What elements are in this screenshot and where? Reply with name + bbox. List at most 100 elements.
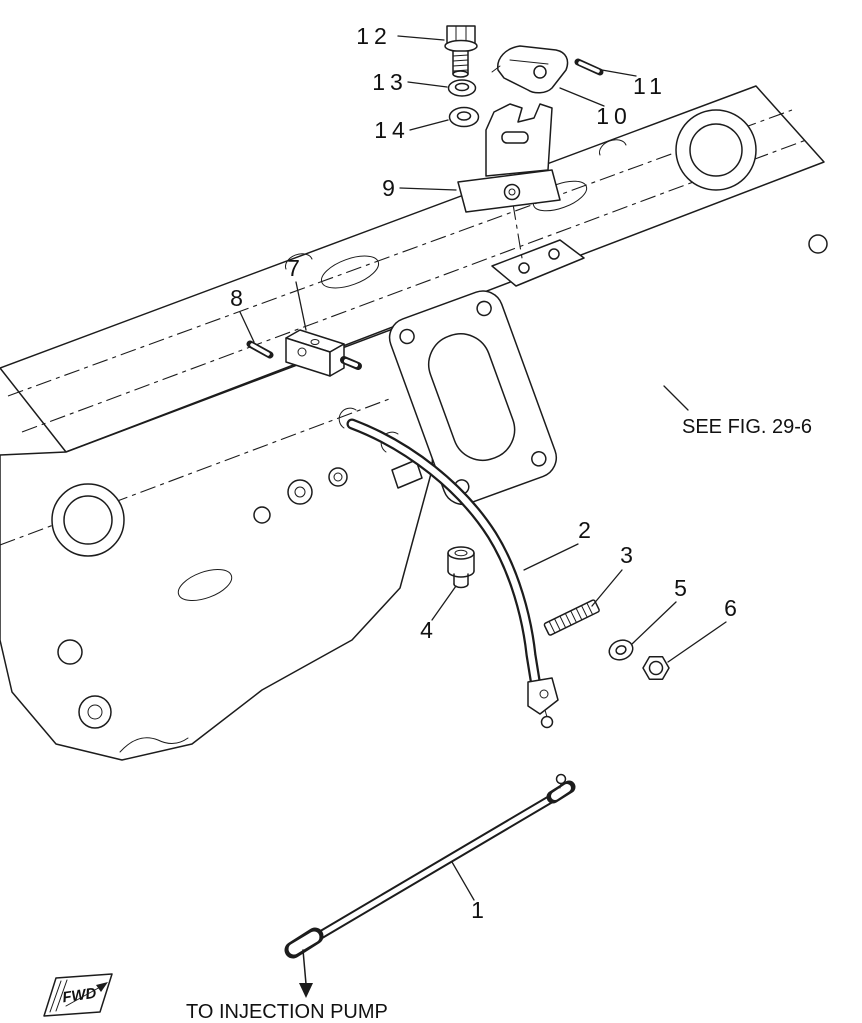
lower-boss-outer <box>51 483 125 557</box>
bushing-bottom <box>453 583 469 589</box>
leader-13 <box>407 81 448 88</box>
leader-5 <box>631 601 677 645</box>
bottom-lump-1 <box>78 695 112 729</box>
manifold-small-boss <box>808 234 828 254</box>
part-12-bolt <box>444 25 478 78</box>
part-callout-9: 9 <box>382 175 396 201</box>
stud-thread-2 <box>554 618 561 631</box>
arrow-head <box>299 983 313 998</box>
lever-ball-stud <box>540 715 554 729</box>
see-fig-note: SEE FIG. 29-6 <box>682 416 812 438</box>
washer-14-outer <box>448 106 480 128</box>
lower-boss-inner <box>63 495 113 545</box>
block-top-hole <box>310 339 320 345</box>
small-boss-3 <box>253 506 271 524</box>
nut-hex <box>642 655 670 681</box>
bracket-foot-hole <box>503 183 521 201</box>
part-callout-10: 10 <box>596 103 632 129</box>
leader-lines <box>239 35 727 901</box>
part-callout-13: 13 <box>372 69 408 95</box>
rod-end-cap-core <box>288 931 320 955</box>
leader-7 <box>295 281 307 331</box>
small-boss-1-hole <box>294 486 306 498</box>
fwd-badge: FWD <box>43 973 113 1017</box>
mount-pad-hole-2 <box>548 248 560 260</box>
stud-thread-8 <box>586 602 594 616</box>
clamp-tab <box>491 65 501 73</box>
block-front-hole <box>297 347 307 357</box>
direction-arrow <box>299 949 313 998</box>
washer-14-hole <box>456 111 472 121</box>
rib-oval <box>177 568 233 602</box>
leader-2 <box>523 543 579 571</box>
part-10-clamp <box>491 45 569 94</box>
part-3-stud <box>543 599 600 636</box>
manifold-boss-outer <box>675 109 757 191</box>
part-callout-12: 12 <box>356 23 392 49</box>
part-callout-4: 4 <box>420 617 434 643</box>
bushing-shoulder <box>447 570 475 578</box>
mount-pad-hole-1 <box>518 262 530 274</box>
fwd-label: FWD <box>61 985 97 1007</box>
stud-thread-7 <box>581 605 588 618</box>
flange-hole-1 <box>399 328 415 345</box>
part-callout-8: 8 <box>230 285 244 311</box>
rod-guide-lug <box>391 459 423 489</box>
part-callout-5: 5 <box>674 575 688 601</box>
callouts: 12 13 14 9 10 11 7 8 2 3 4 5 6 1 <box>230 23 737 923</box>
rod-core <box>309 793 559 943</box>
lever-clevis-hole <box>539 689 549 699</box>
small-boss-2-hole <box>333 472 343 482</box>
manifold-lug-1 <box>285 253 313 270</box>
part-13-washer <box>447 79 477 97</box>
part-callout-11: 11 <box>633 73 667 99</box>
part-1-rod <box>284 773 576 959</box>
small-boss-2 <box>328 467 348 487</box>
fwd-arrow-shaft <box>65 985 103 1007</box>
flange-hole-4 <box>531 451 547 467</box>
bottom-lump-1-hole <box>87 704 103 720</box>
bolt-thread-1 <box>452 54 469 57</box>
flange-port-oval <box>427 333 516 462</box>
stud-thread-1 <box>548 620 556 634</box>
to-injection-pump-note: TO INJECTION PUMP <box>186 1001 388 1023</box>
lever-clevis <box>527 677 559 715</box>
washer-13-outer <box>447 79 477 97</box>
leader-1 <box>451 861 475 901</box>
part-callout-3: 3 <box>620 542 634 568</box>
part-9-bracket <box>457 103 561 213</box>
part-11-pin <box>574 58 604 76</box>
manifold-centerline-1 <box>7 109 793 397</box>
intake-manifold-bar <box>0 85 828 453</box>
part-14-washer <box>448 106 480 128</box>
part-4-bushing <box>447 546 475 589</box>
fwd-arrow-head <box>96 982 108 992</box>
lever-hook-1 <box>338 407 357 429</box>
rod-ball-socket <box>555 773 567 785</box>
manifold-port-1 <box>320 255 380 289</box>
cylinder-block-lower <box>0 311 439 761</box>
bushing-bore <box>454 549 468 557</box>
part-5-washer <box>608 639 634 661</box>
leader-9 <box>399 187 457 191</box>
part-2-lever <box>338 407 559 729</box>
bushing-top <box>447 546 475 560</box>
stud-thread-6 <box>575 607 583 621</box>
stud-thread-3 <box>559 615 567 629</box>
pin-8-core <box>250 343 270 356</box>
fwd-badge-hatch-1 <box>49 980 62 1013</box>
flange-outline <box>388 290 558 506</box>
fwd-badge-hatch-2 <box>55 979 68 1012</box>
annotations: SEE FIG. 29-6 TO INJECTION PUMP <box>186 416 812 1023</box>
part-callout-2: 2 <box>578 517 592 543</box>
mounting-flange <box>388 290 558 506</box>
flange-hole-2 <box>476 300 492 317</box>
clamp-body <box>497 45 569 94</box>
bracket-mount-pad <box>491 203 585 287</box>
part-6-nut <box>642 655 670 681</box>
washer-5-hole <box>615 645 627 655</box>
arrow-shaft <box>302 949 307 985</box>
stud-thread-4 <box>564 612 572 626</box>
